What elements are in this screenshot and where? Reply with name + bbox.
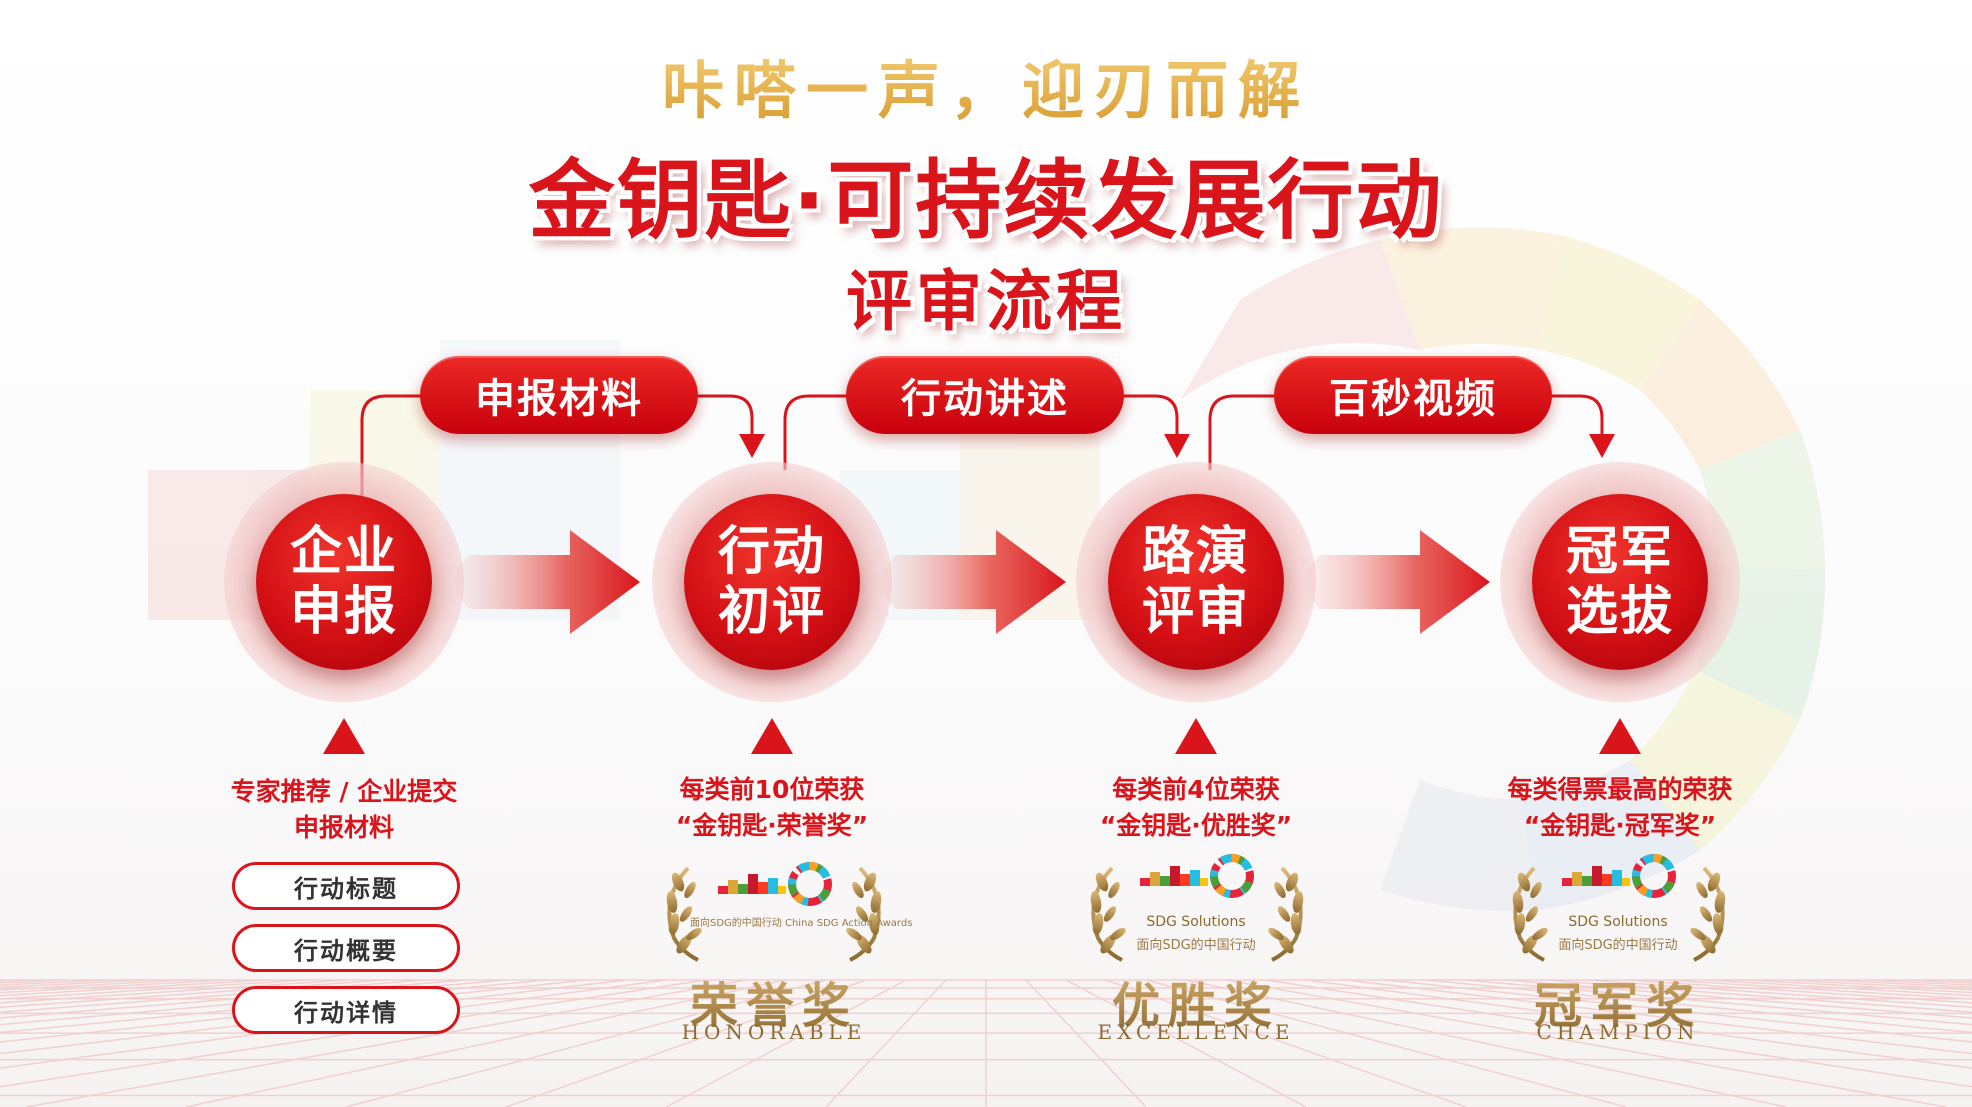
badge-3-caption: 面向SDG的中国行动 <box>1136 938 1256 953</box>
badge-4-brand: SDG Solutions <box>1568 914 1668 930</box>
stage-1-description: 专家推荐 / 企业提交 申报材料 <box>184 774 504 846</box>
up-triangle-1 <box>323 718 365 754</box>
requirement-action-title: 行动标题 <box>232 862 460 910</box>
stage-2-desc-line2: “金钥匙·荣誉奖” <box>675 811 869 840</box>
up-triangle-3 <box>1175 718 1217 754</box>
stage-3-description: 每类前4位荣获 “金钥匙·优胜奖” <box>1036 772 1356 844</box>
stage-1-line1: 企业 <box>289 522 398 582</box>
stage-3-desc-line2: “金钥匙·优胜奖” <box>1099 811 1293 840</box>
sub-title: 评审流程 <box>846 263 1126 340</box>
badge-2-caption: 面向SDG的中国行动 China SDG Action Awards <box>690 918 913 929</box>
up-triangle-4 <box>1599 718 1641 754</box>
stage-2-line1: 行动 <box>717 522 826 582</box>
tagline: 咔嗒一声，迎刃而解 <box>0 40 1972 130</box>
connector-label-action-presentation: 行动讲述 <box>846 356 1124 434</box>
stage-4-line2: 选拔 <box>1565 582 1674 642</box>
award-excellence-en: EXCELLENCE <box>1097 1020 1295 1044</box>
badge-3-brand: SDG Solutions <box>1146 914 1246 930</box>
stage-4-line1: 冠军 <box>1565 522 1674 582</box>
connector-arrowhead-1 <box>739 434 765 458</box>
connector-label-submission-materials: 申报材料 <box>420 356 698 434</box>
award-champion-en: CHAMPION <box>1536 1020 1700 1044</box>
flow-arrow-3 <box>1305 530 1490 634</box>
award-excellence-cn: 优胜奖 <box>1046 966 1346 1036</box>
stage-3-line2: 评审 <box>1141 582 1250 642</box>
stage-1-desc-line1: 专家推荐 / 企业提交 <box>230 777 458 806</box>
up-triangle-2 <box>751 718 793 754</box>
stage-3-desc-line1: 每类前4位荣获 <box>1112 775 1280 804</box>
stage-enterprise-application: 企业 申报 <box>256 494 432 670</box>
stage-2-desc-line1: 每类前10位荣获 <box>679 775 865 804</box>
stage-roadshow-review: 路演 评审 <box>1108 494 1284 670</box>
stage-preliminary-review: 行动 初评 <box>684 494 860 670</box>
award-honorable-cn: 荣誉奖 <box>624 966 924 1036</box>
stage-4-desc-line1: 每类得票最高的荣获 <box>1507 775 1733 804</box>
requirement-action-summary: 行动概要 <box>232 924 460 972</box>
stage-4-desc-line2: “金钥匙·冠军奖” <box>1523 811 1717 840</box>
stage-2-line2: 初评 <box>717 582 826 642</box>
flow-arrow-2 <box>881 530 1066 634</box>
award-honorable-en: HONORABLE <box>681 1020 867 1044</box>
connector-arrowhead-2 <box>1164 434 1190 458</box>
connector-label-100-second-video: 百秒视频 <box>1274 356 1552 434</box>
stage-4-description: 每类得票最高的荣获 “金钥匙·冠军奖” <box>1440 772 1800 844</box>
flow-arrow-1 <box>455 530 640 634</box>
stage-1-line2: 申报 <box>289 582 398 642</box>
stage-champion-selection: 冠军 选拔 <box>1532 494 1708 670</box>
stage-2-description: 每类前10位荣获 “金钥匙·荣誉奖” <box>612 772 932 844</box>
requirement-action-details: 行动详情 <box>232 986 460 1034</box>
award-champion-cn: 冠军奖 <box>1468 966 1768 1036</box>
badge-4-caption: 面向SDG的中国行动 <box>1558 938 1678 953</box>
badge-honorable <box>663 866 885 962</box>
main-title: 金钥匙·可持续发展行动 <box>528 151 1444 251</box>
stage-1-desc-line2: 申报材料 <box>293 813 394 842</box>
connector-arrowhead-3 <box>1589 434 1615 458</box>
stage-3-line1: 路演 <box>1141 522 1250 582</box>
